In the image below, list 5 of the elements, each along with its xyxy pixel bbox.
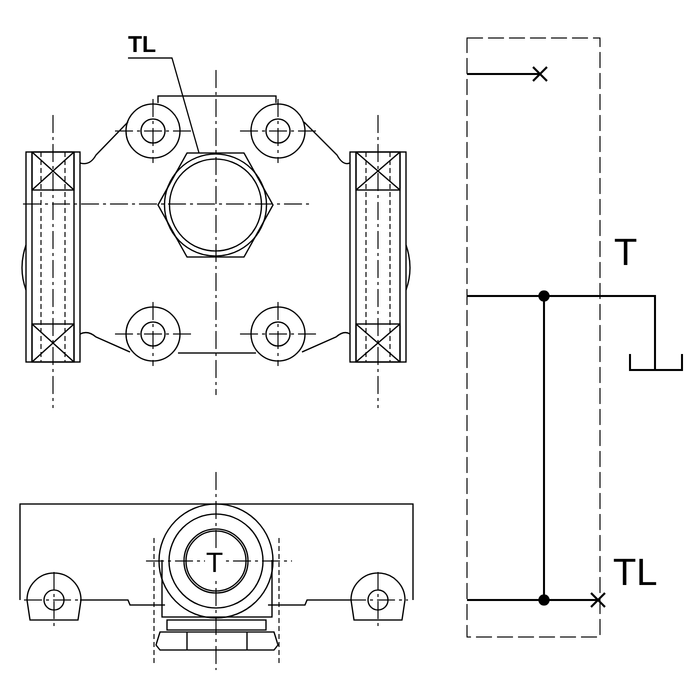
leader-line [128,57,200,154]
port-label: T [614,234,638,272]
port-label: TL [613,554,658,592]
port-label: TL [128,30,170,58]
port-drawing [157,152,274,258]
